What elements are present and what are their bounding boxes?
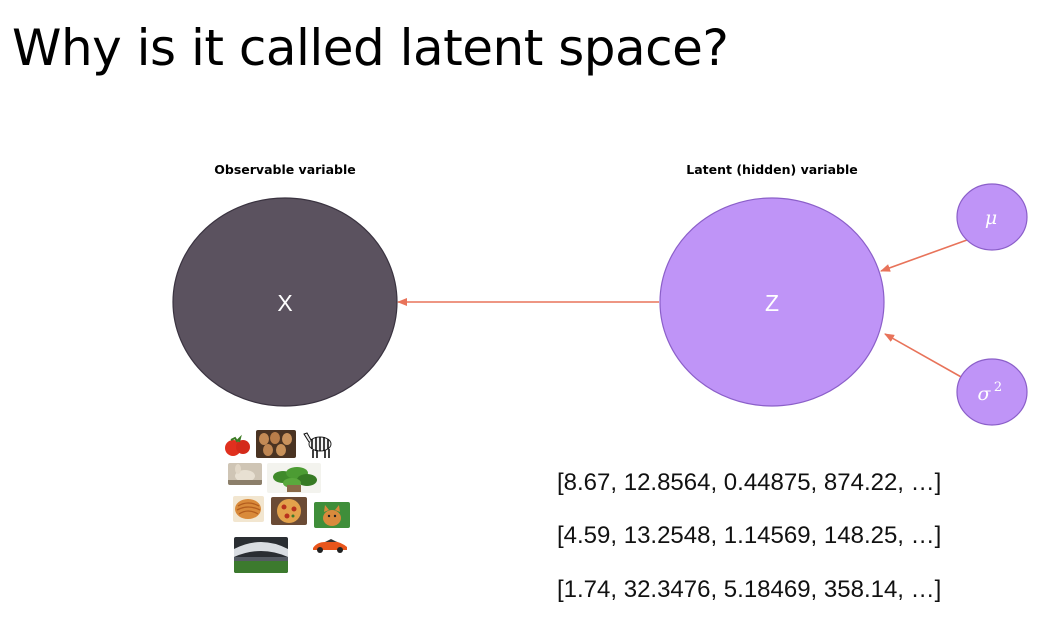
pizza-image	[271, 497, 307, 525]
zebra-image	[301, 428, 336, 460]
mu-to-z-arrow	[880, 239, 968, 272]
plant-image	[267, 463, 321, 493]
latent-variable-label: Latent (hidden) variable	[686, 162, 858, 177]
mu-symbol: μ	[985, 207, 997, 229]
sports-car-image	[311, 536, 349, 554]
node-x-symbol: X	[277, 290, 292, 316]
sigma-symbol: σ	[978, 383, 992, 405]
sigma-superscript: 2	[994, 380, 1002, 395]
pasta-image	[233, 496, 264, 522]
latent-vector-row: [1.74, 32.3476, 5.18469, 358.14, …]	[557, 576, 942, 603]
stadium-image	[234, 537, 288, 573]
slide-title: Why is it called latent space?	[12, 19, 729, 77]
node-z-symbol: Z	[765, 290, 779, 316]
latent-vector-row: [4.59, 13.2548, 1.14569, 148.25, …]	[557, 522, 942, 549]
latent-node-z: Z	[659, 197, 885, 407]
sigma-squared-node: σ 2	[956, 358, 1028, 426]
eggs-image	[256, 430, 296, 458]
cat-image	[314, 502, 350, 528]
rabbit-image	[228, 463, 262, 485]
observable-variable-label: Observable variable	[214, 162, 356, 177]
tomato-image	[222, 434, 252, 458]
observable-node-x: X	[172, 197, 398, 407]
sigma-to-z-arrow	[884, 333, 964, 379]
mu-node: μ	[956, 183, 1028, 251]
latent-vector-row: [8.67, 12.8564, 0.44875, 874.22, …]	[557, 469, 942, 496]
